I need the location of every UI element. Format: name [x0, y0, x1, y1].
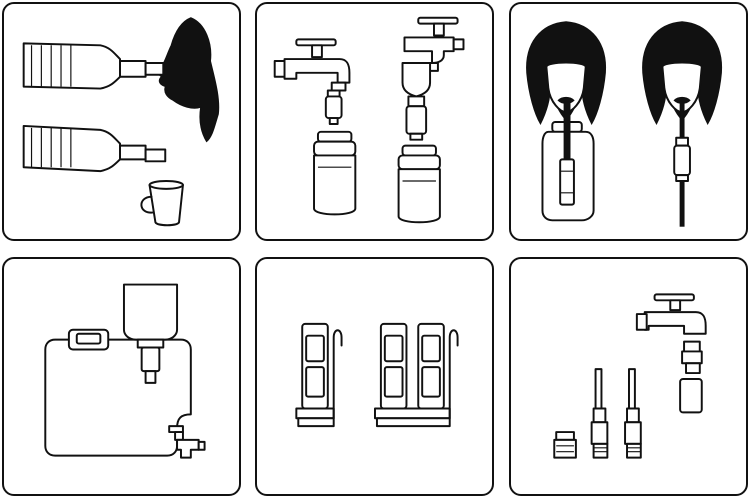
bottle-icon: [22, 124, 167, 173]
faucet-adapter-icon: [679, 340, 703, 414]
woman-head-icon: [642, 21, 722, 125]
nozzle-part-icon: [624, 368, 642, 459]
countertop-filter-single: [295, 322, 343, 428]
filter-cartridge-icon: [324, 89, 343, 125]
countertop-filters-illustration: [295, 322, 459, 428]
panel-countertop-filters: [255, 257, 494, 496]
faucet-icon: [635, 293, 707, 335]
countertop-filter-double: [374, 322, 459, 428]
straw-filter-icon: [673, 101, 691, 227]
faucet-parts-illustration: [553, 293, 707, 459]
faucet-icon: [273, 38, 351, 92]
faucet-thermos-illustration: [273, 16, 465, 224]
bottle-icon: [22, 42, 165, 90]
filter-funnel-icon: [122, 283, 179, 384]
panel-water-container: [2, 257, 241, 496]
nozzle-part-icon: [553, 431, 577, 459]
filter-funnel-icon: [401, 62, 432, 141]
woman-silhouette: [157, 17, 220, 143]
thermos-icon: [313, 130, 357, 216]
panel-faucet-attachment-parts: [509, 257, 748, 496]
panel-straw-drinking: [509, 2, 748, 241]
nozzle-part-icon: [590, 368, 609, 459]
bottle-drinking-illustration: [22, 17, 220, 227]
thermos-icon: [397, 144, 441, 224]
panel-faucet-thermos: [255, 2, 494, 241]
spigot-icon: [168, 425, 206, 459]
jerrycan-icon: [44, 328, 192, 457]
water-container-illustration: [44, 283, 206, 459]
cup-icon: [140, 180, 184, 227]
woman-head-icon: [526, 21, 606, 125]
panel-bottle-drinking: [2, 2, 241, 241]
bottle-with-straw-icon: [541, 101, 595, 222]
straw-drinking-illustration: [526, 21, 722, 227]
